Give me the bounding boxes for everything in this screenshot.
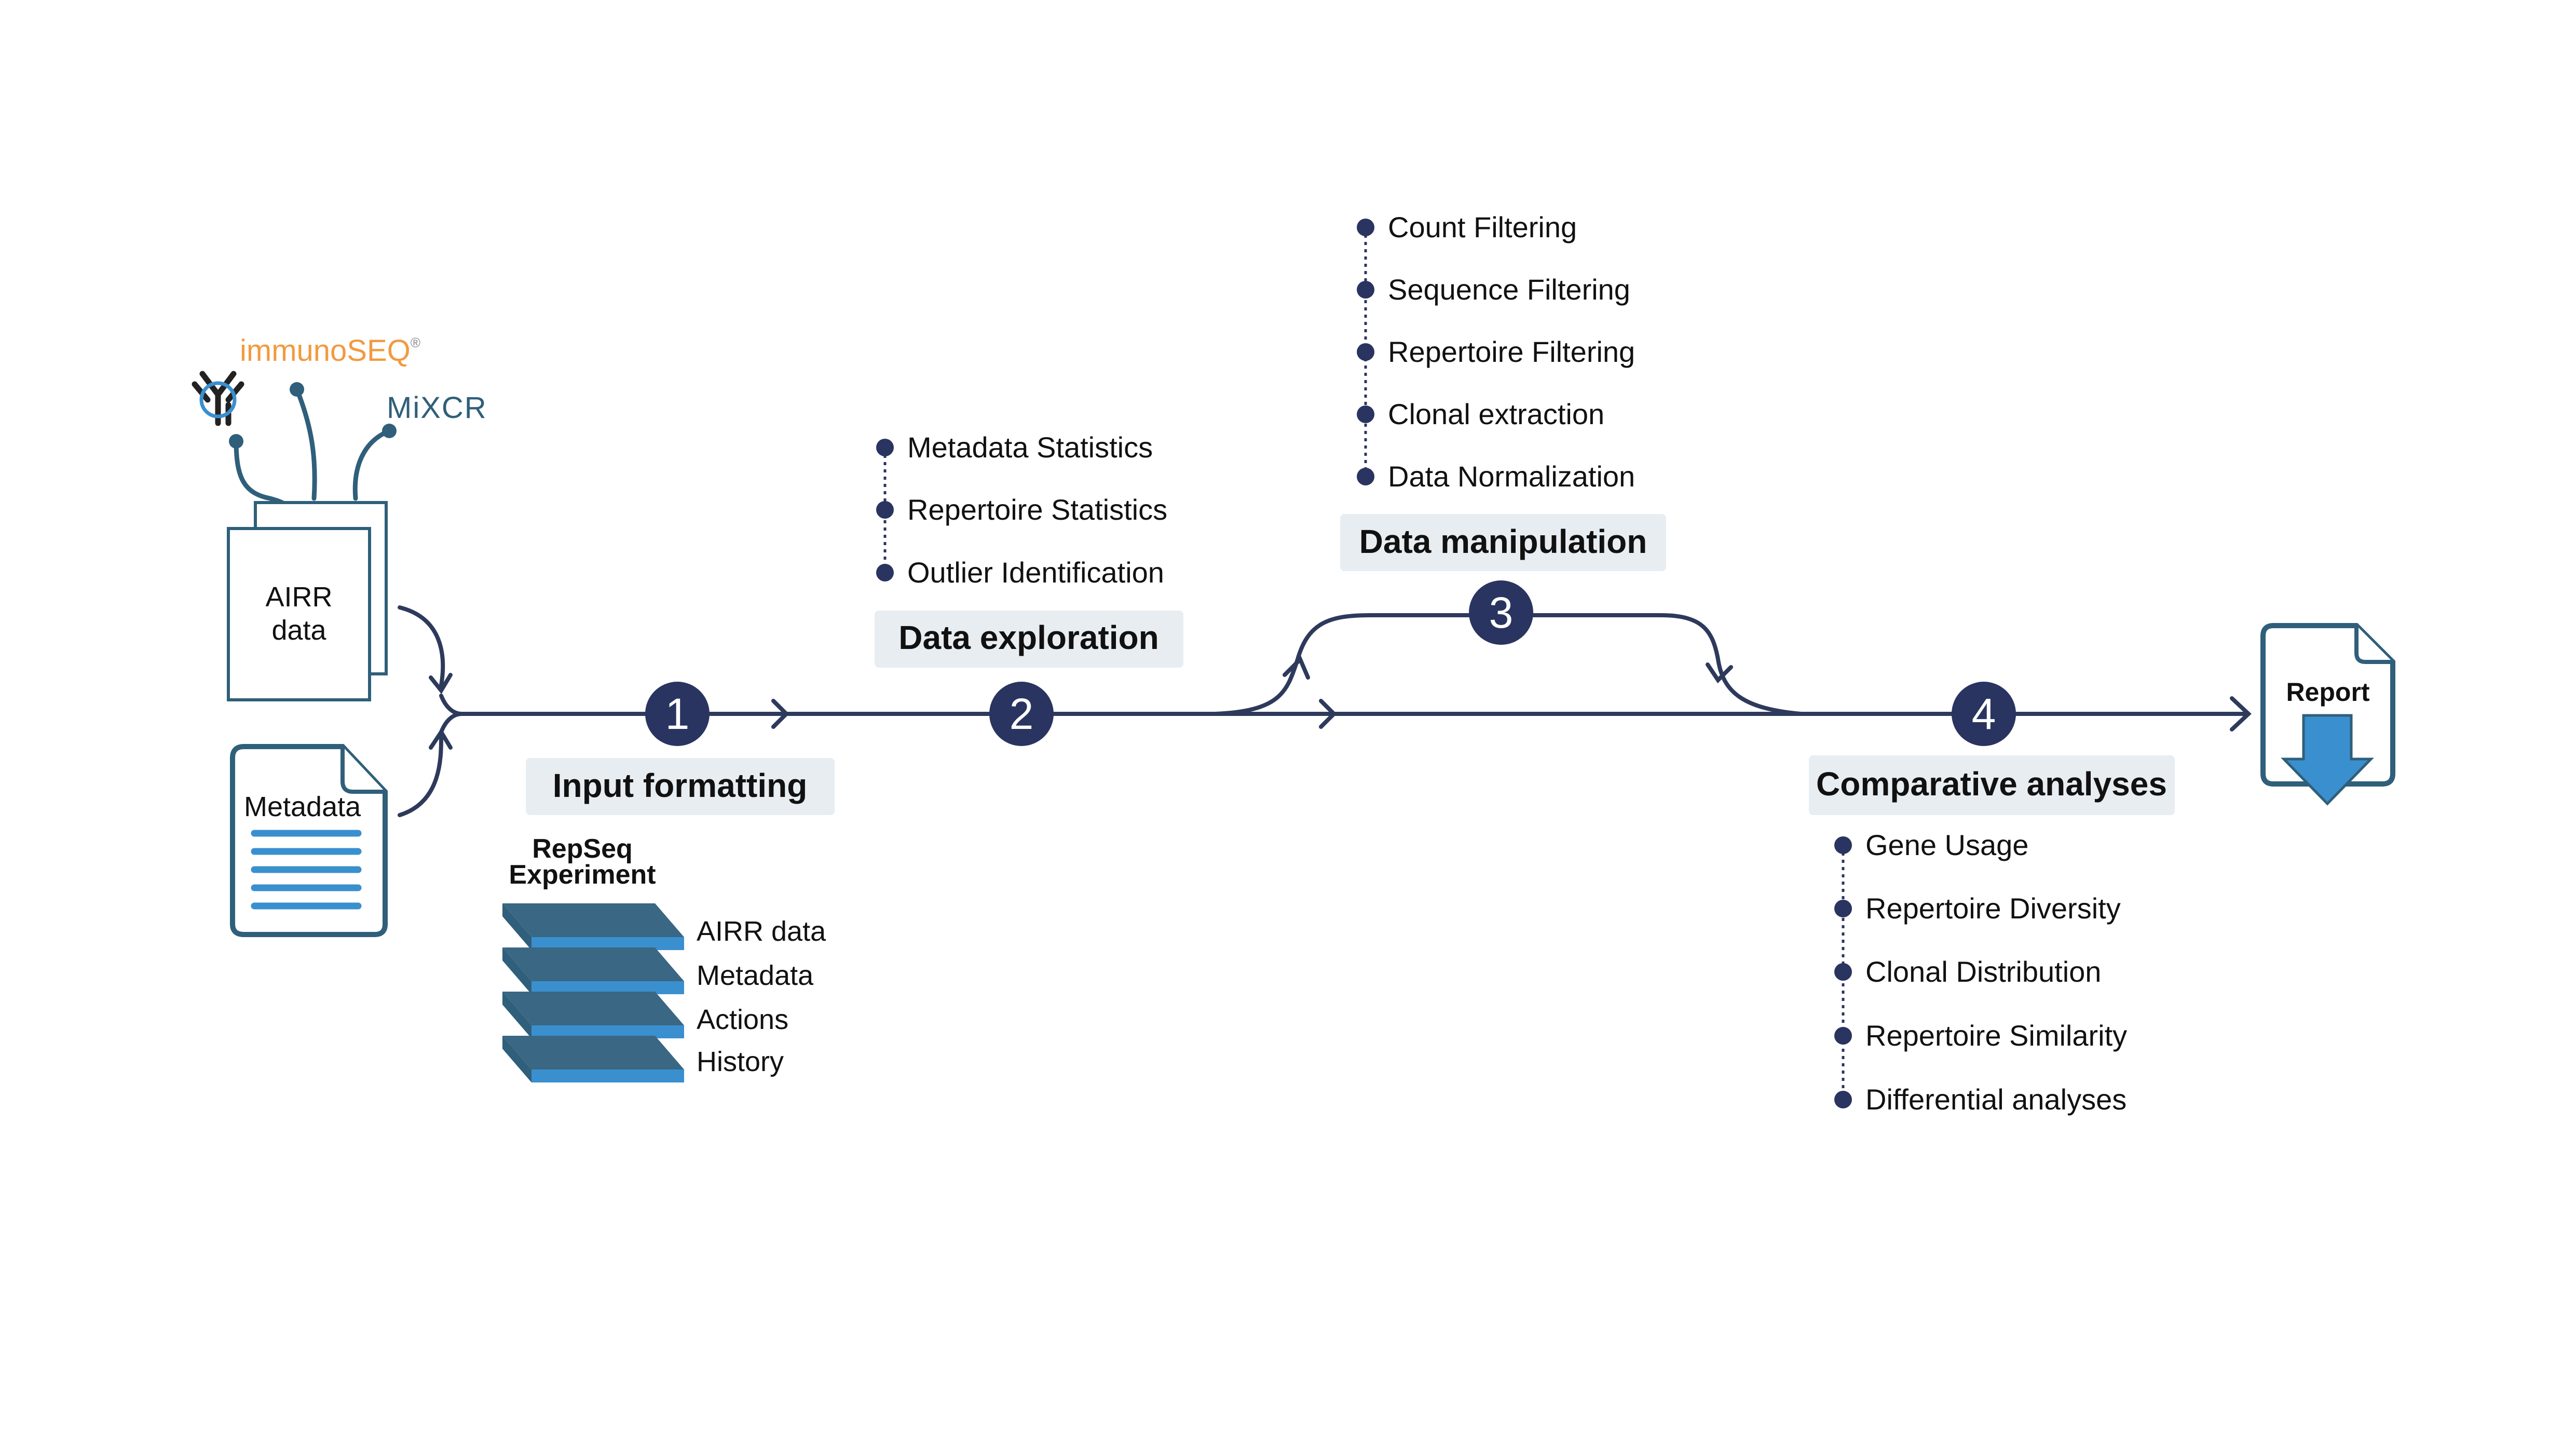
list-item: Count Filtering: [1357, 211, 1577, 243]
repseq-layer-metadata: [502, 947, 684, 994]
repseq-layer-label: AIRR data: [697, 916, 826, 947]
step-2: 2: [989, 682, 1054, 746]
step-2-circle: [989, 682, 1054, 746]
step-3-number: 3: [1489, 588, 1514, 637]
list-item: Clonal extraction: [1357, 398, 1604, 430]
loop-chevron-down: [1706, 662, 1733, 684]
connector-immunoseq: [294, 387, 317, 501]
svg-text:Repertoire Diversity: Repertoire Diversity: [1865, 892, 2121, 925]
step-1-label-box: Input formatting: [526, 758, 835, 815]
svg-text:Metadata Statistics: Metadata Statistics: [907, 431, 1153, 464]
merge-join: [439, 694, 464, 716]
repseq-layer-actions: [502, 992, 684, 1038]
step-1: 1: [645, 682, 710, 746]
step-3: 3: [1469, 580, 1533, 645]
svg-text:Repertoire Filtering: Repertoire Filtering: [1388, 335, 1635, 368]
airr-doc-front: [227, 527, 371, 701]
report-document: Report: [2260, 623, 2395, 806]
list-item: Outlier Identification: [876, 556, 1164, 589]
svg-text:Count Filtering: Count Filtering: [1388, 211, 1577, 243]
manipulation-list: Count Filtering Sequence Filtering Reper…: [1357, 211, 1635, 493]
flow-chevron-1: [771, 699, 789, 729]
flow-lines: [398, 605, 2252, 817]
step-2-number: 2: [1010, 689, 1034, 738]
connector-dot-mixcr: [382, 424, 397, 438]
mixcr-logo: MiXCR: [387, 391, 487, 425]
repseq-layer-label: Metadata: [697, 960, 814, 991]
step-1-number: 1: [665, 689, 690, 738]
step-2-label: Data exploration: [898, 619, 1158, 656]
list-item: Repertoire Diversity: [1834, 892, 2121, 925]
report-doc-outline: [2260, 623, 2395, 787]
connector-dot-antibody: [229, 434, 243, 449]
merge-join-lower: [439, 712, 464, 734]
step-3-circle: [1469, 580, 1533, 645]
repseq-layer-label: History: [697, 1046, 784, 1077]
list-item: Repertoire Statistics: [876, 493, 1167, 526]
airr-doc-label-2: data: [271, 615, 326, 646]
comparative-list: Gene Usage Repertoire Diversity Clonal D…: [1834, 829, 2127, 1116]
connector-dot-immunoseq: [290, 382, 304, 397]
metadata-document: Metadata: [230, 744, 388, 937]
airr-merge-chevron: [429, 673, 453, 694]
step-4-label: Comparative analyses: [1816, 765, 2167, 803]
metadata-merge-curve: [398, 735, 443, 817]
svg-text:Repertoire Similarity: Repertoire Similarity: [1865, 1019, 2127, 1052]
flow-chevron-end: [2230, 696, 2252, 732]
metadata-doc-fold: [340, 747, 385, 794]
antibody-icon: [192, 371, 244, 426]
exploration-list: Metadata Statistics Repertoire Statistic…: [876, 431, 1167, 589]
download-arrow-icon: [2281, 714, 2374, 806]
metadata-doc-label: Metadata: [244, 791, 361, 822]
list-item: Repertoire Similarity: [1834, 1019, 2127, 1052]
svg-text:Clonal extraction: Clonal extraction: [1388, 398, 1604, 430]
step-1-circle: [645, 682, 710, 746]
list-item: Sequence Filtering: [1357, 273, 1630, 306]
svg-text:Gene Usage: Gene Usage: [1865, 829, 2028, 861]
repseq-layer-history: [502, 1036, 684, 1082]
svg-text:Repertoire Statistics: Repertoire Statistics: [907, 493, 1167, 526]
list-item: Repertoire Filtering: [1357, 335, 1635, 368]
svg-text:Differential analyses: Differential analyses: [1865, 1083, 2127, 1116]
connector-mixcr: [352, 428, 392, 501]
source-connectors: [234, 387, 392, 517]
repseq-title-1: RepSeq: [532, 834, 633, 864]
airr-doc-label-1: AIRR: [265, 581, 332, 613]
step-1-label: Input formatting: [553, 767, 808, 804]
flow-chevron-2: [1319, 699, 1337, 729]
list-item: Clonal Distribution: [1834, 955, 2101, 988]
report-doc-fold: [2354, 626, 2393, 664]
list-item: Metadata Statistics: [876, 431, 1153, 464]
list-item: Data Normalization: [1357, 460, 1635, 493]
step-2-label-box: Data exploration: [875, 611, 1183, 668]
repseq-layer-label: Actions: [697, 1004, 788, 1035]
step-3-label: Data manipulation: [1359, 523, 1647, 560]
repseq-title-2: Experiment: [509, 860, 656, 890]
report-label: Report: [2286, 678, 2369, 707]
immunoseq-logo: immunoSEQ®: [240, 334, 420, 368]
step-3-label-box: Data manipulation: [1340, 514, 1666, 571]
step-4: 4: [1952, 682, 2016, 746]
connector-dots: [229, 382, 397, 449]
list-item: Gene Usage: [1834, 829, 2028, 861]
metadata-doc-lines: [251, 830, 362, 910]
svg-text:Outlier Identification: Outlier Identification: [907, 556, 1164, 589]
step-4-circle: [1952, 682, 2016, 746]
loop-chevron-up: [1283, 655, 1310, 680]
step-4-label-box: Comparative analyses: [1809, 755, 2175, 815]
step-4-number: 4: [1972, 689, 1996, 738]
airr-merge-curve: [398, 605, 445, 687]
list-item: Differential analyses: [1834, 1083, 2127, 1116]
svg-text:Clonal Distribution: Clonal Distribution: [1865, 955, 2101, 988]
repseq-experiment: RepSeq Experiment AIRR data Metadata Act…: [502, 834, 826, 1082]
repseq-layer-airr: [502, 903, 684, 950]
svg-text:Sequence Filtering: Sequence Filtering: [1388, 273, 1630, 306]
svg-text:Data Normalization: Data Normalization: [1388, 460, 1635, 493]
airr-data-documents: AIRR data: [227, 501, 388, 701]
